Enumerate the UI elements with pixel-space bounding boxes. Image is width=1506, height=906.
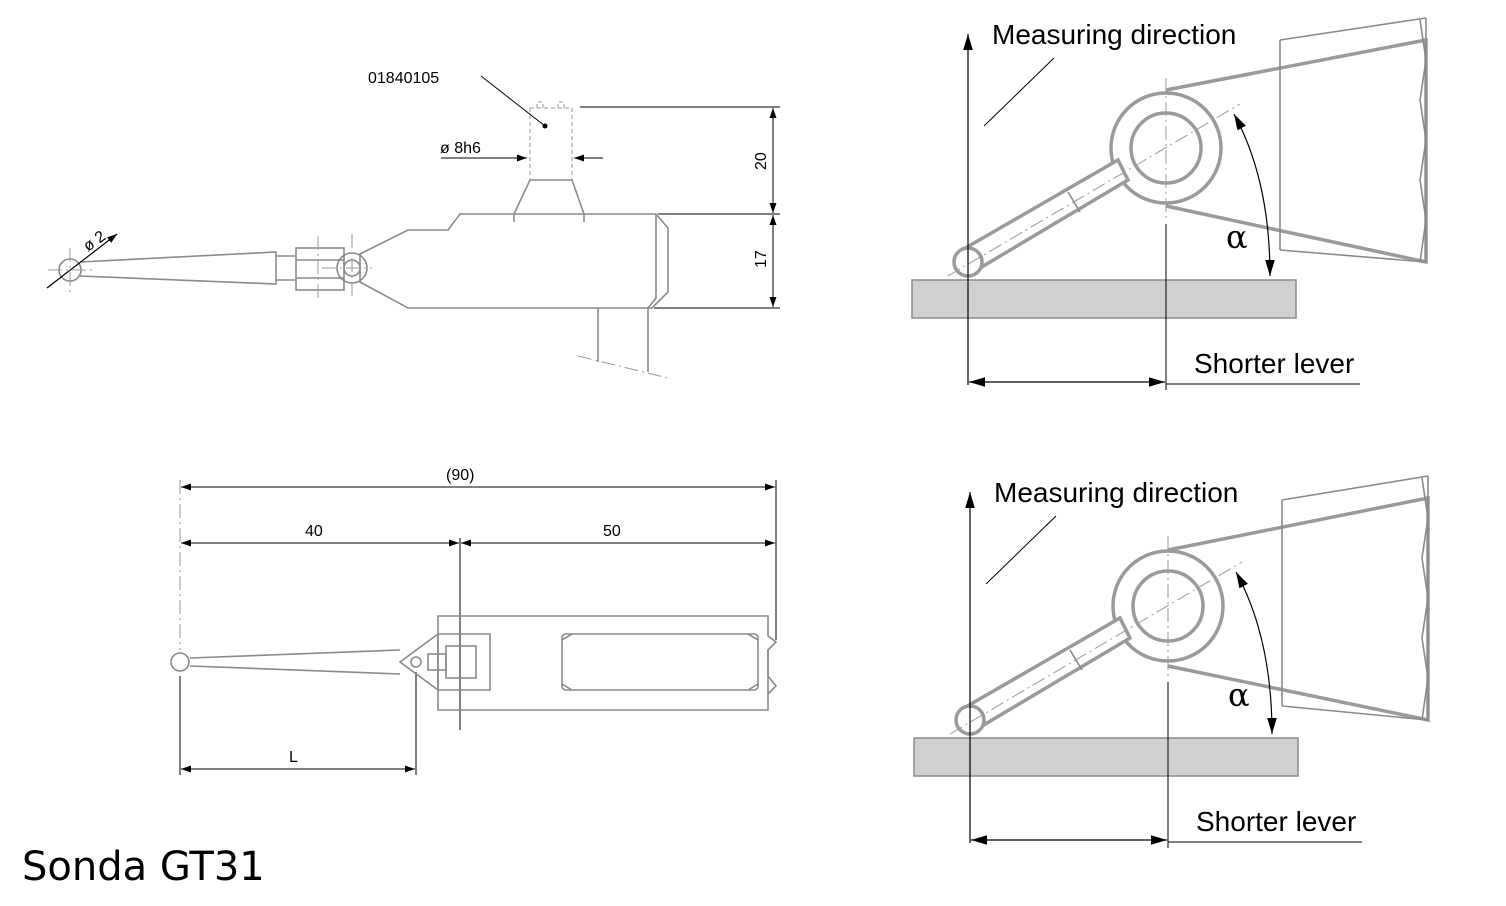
top-view: (90) 40 50 L — [170, 467, 778, 775]
mount-post — [597, 308, 649, 372]
measuring-direction-label-a: Measuring direction — [992, 19, 1236, 50]
top-stylus-ball — [170, 652, 190, 672]
body-height-label: 17 — [753, 250, 770, 268]
housing-a-frame — [1279, 17, 1427, 263]
front-length-label: 40 — [305, 523, 323, 540]
part-number-label: 01840105 — [368, 70, 439, 87]
rear-notch — [767, 650, 778, 695]
stylus-axis-a — [947, 103, 1241, 277]
stylus-b — [961, 615, 1133, 729]
probe-body — [359, 213, 669, 309]
lever-length-label: L — [289, 749, 298, 766]
pivot-centerlines — [317, 234, 372, 300]
top-body-slot — [561, 633, 759, 691]
ball-centerlines — [48, 248, 92, 292]
housing-a-break — [1419, 19, 1427, 263]
shorter-lever-label-b: Shorter lever — [1196, 806, 1356, 837]
overall-length-label: (90) — [446, 467, 474, 484]
shank-diameter-label: ø 8h6 — [440, 140, 481, 157]
top-pivot — [410, 656, 422, 668]
angle-arc-b — [1235, 571, 1277, 735]
ball-diameter-label: ø 2 — [80, 228, 109, 255]
holder-slot — [296, 259, 344, 279]
workpiece-b — [913, 737, 1299, 777]
detail-b: Measuring direction α Shorter lever — [913, 475, 1430, 848]
part-leader-line — [480, 75, 546, 127]
workpiece-a — [911, 279, 1297, 319]
stylus-shaft — [79, 251, 277, 285]
stylus-a — [959, 157, 1131, 271]
housing-b-break — [1421, 477, 1429, 721]
direction-leader-a — [983, 57, 1055, 127]
holder-pin — [427, 653, 447, 671]
probe-body-edge — [647, 214, 657, 309]
rear-length-label: 50 — [603, 523, 621, 540]
direction-leader-b — [985, 515, 1057, 585]
mount-centerline — [577, 355, 669, 379]
housing-b-frame — [1281, 475, 1429, 721]
top-stylus — [189, 649, 401, 675]
side-view: 01840105 ø 2 ø 8h6 20 17 — [46, 70, 780, 379]
stylus-neck — [276, 255, 296, 281]
holder-clamp — [445, 645, 477, 679]
shank-outline — [513, 101, 585, 222]
ball-diameter-dimline — [46, 233, 118, 289]
angle-symbol-a: α — [1226, 218, 1248, 256]
caption-title: Sonda GT31 — [22, 844, 265, 890]
stylus-axis-b — [949, 561, 1243, 735]
shank-height-label: 20 — [753, 152, 770, 170]
detail-a: Measuring direction α Shorter lever — [911, 17, 1428, 390]
top-holder — [398, 633, 491, 691]
slot-chamfers — [561, 633, 759, 691]
angle-arc-a — [1233, 113, 1275, 277]
measuring-direction-label-b: Measuring direction — [994, 477, 1238, 508]
top-body — [437, 615, 778, 711]
angle-symbol-b: α — [1228, 676, 1250, 714]
shorter-lever-label-a: Shorter lever — [1194, 348, 1354, 379]
